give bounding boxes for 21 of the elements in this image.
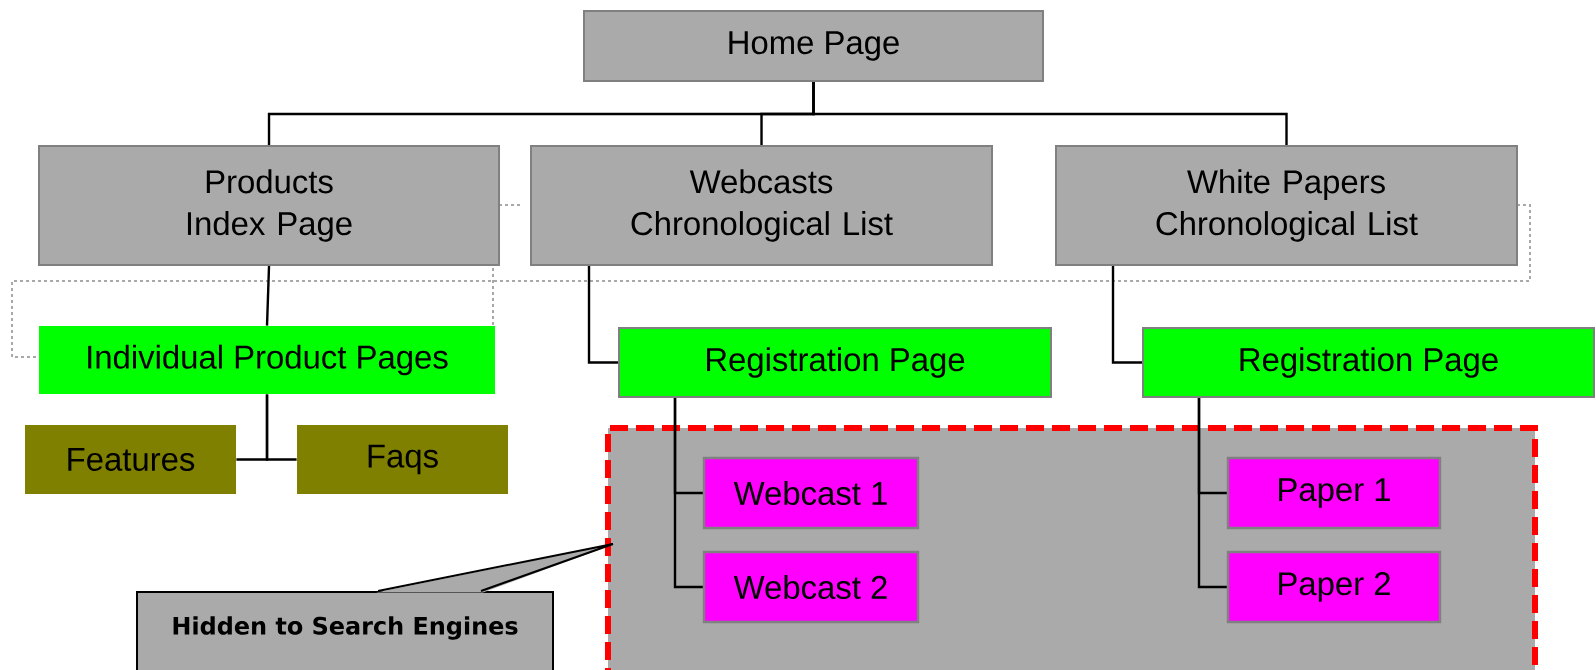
page-box: Paper 2 xyxy=(1226,550,1442,624)
page-box: Features xyxy=(25,425,236,494)
connector-line xyxy=(812,82,1288,145)
page-box: Webcast 2 xyxy=(702,550,920,624)
page-box: Paper 1 xyxy=(1226,456,1442,530)
page-box: Individual Product Pages xyxy=(39,326,495,394)
connector-line xyxy=(265,394,297,461)
connector-line xyxy=(587,266,618,364)
page-box: Registration Page xyxy=(1142,327,1595,398)
connector-line xyxy=(265,265,271,326)
page-box: Webcast 1 xyxy=(702,456,920,530)
page-box: Home Page xyxy=(583,10,1044,82)
page-box: White Papers Chronological List xyxy=(1055,145,1518,266)
page-box: Faqs xyxy=(297,425,508,494)
connector-line xyxy=(1197,398,1227,589)
page-box: Products Index Page xyxy=(38,145,500,266)
callout-box: Hidden to Search Engines xyxy=(136,544,614,670)
page-box: Webcasts Chronological List xyxy=(530,145,993,266)
page-box: Registration Page xyxy=(618,327,1052,398)
connector-line xyxy=(1111,266,1142,364)
connector-line xyxy=(673,398,703,589)
